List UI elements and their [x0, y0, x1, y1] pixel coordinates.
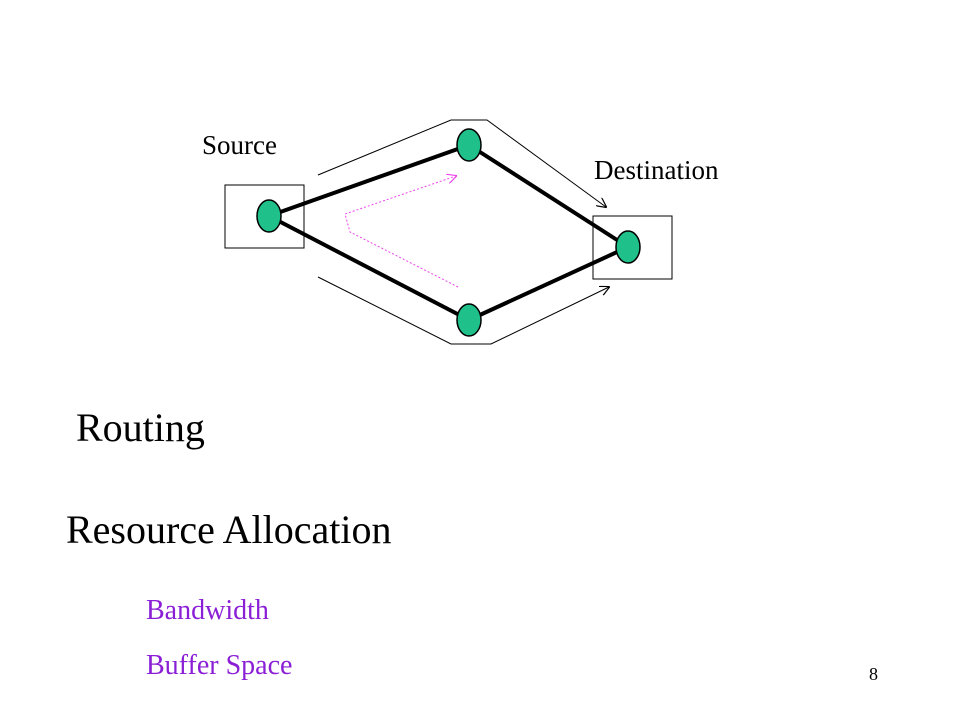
- top-router-node: [456, 128, 482, 162]
- link-source-bottom: [268, 214, 470, 322]
- source-host-box: [224, 184, 305, 249]
- resource-item-bandwidth: Bandwidth: [146, 595, 269, 626]
- resource-item-buffer-space: Buffer Space: [146, 650, 293, 681]
- resource-allocation-heading: Resource Allocation: [66, 507, 392, 552]
- alternate-path-arrow: [344, 176, 459, 288]
- destination-node: [615, 230, 641, 264]
- link-bottom-destination: [468, 245, 629, 322]
- page-number: 8: [869, 664, 878, 684]
- destination-host-box: [592, 215, 673, 280]
- destination-label: Destination: [594, 155, 719, 185]
- source-label: Source: [202, 130, 277, 160]
- bottom-router-node: [456, 303, 482, 337]
- link-top-destination: [467, 143, 630, 249]
- source-node: [256, 199, 282, 233]
- lower-flow-arrow: [317, 276, 609, 345]
- upper-flow-arrow: [317, 119, 606, 207]
- routing-heading: Routing: [76, 405, 205, 450]
- link-source-top: [268, 143, 470, 218]
